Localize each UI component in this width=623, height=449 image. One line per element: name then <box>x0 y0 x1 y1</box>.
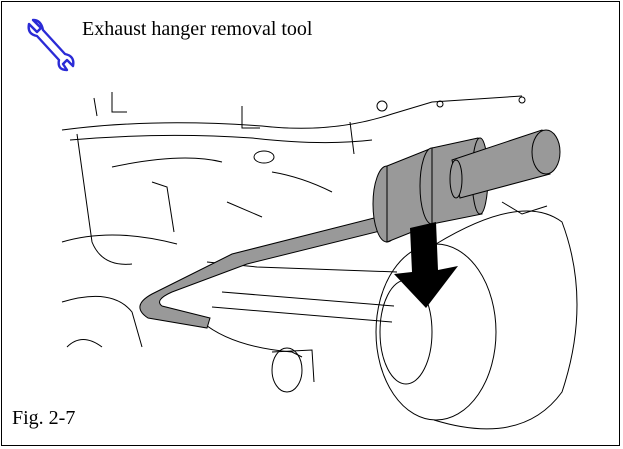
underbody-line <box>61 234 178 245</box>
underbody-line <box>349 121 355 155</box>
underbody-line <box>271 171 333 193</box>
lower-component <box>271 349 315 383</box>
underbody-line <box>111 157 223 168</box>
down-arrow-icon <box>394 222 458 308</box>
underbody-line <box>93 97 98 117</box>
heat-shield <box>501 201 548 215</box>
underbody-line <box>61 95 523 131</box>
figure-caption: Fig. 2-7 <box>12 407 76 429</box>
underbody-hole <box>253 150 275 164</box>
underbody-line <box>241 106 260 129</box>
underbody-line <box>221 291 395 307</box>
wrench-icon <box>27 16 77 72</box>
heat-shield <box>433 210 578 430</box>
underbody-hole <box>518 96 526 104</box>
underbody-hole <box>436 100 444 108</box>
underbody-line <box>76 133 133 265</box>
figure-title: Exhaust hanger removal tool <box>82 18 313 40</box>
hanger-tool <box>139 215 393 329</box>
underbody-line <box>111 92 127 113</box>
muffler <box>372 129 561 243</box>
underbody-line <box>66 339 103 348</box>
underbody-line <box>201 321 303 358</box>
underbody-line <box>69 134 373 144</box>
underbody-line <box>211 306 393 323</box>
underbody-hole <box>376 100 388 112</box>
underbody-line <box>151 181 175 233</box>
underbody-line <box>61 295 143 348</box>
underbody-line <box>226 201 263 218</box>
lower-component <box>271 347 303 393</box>
